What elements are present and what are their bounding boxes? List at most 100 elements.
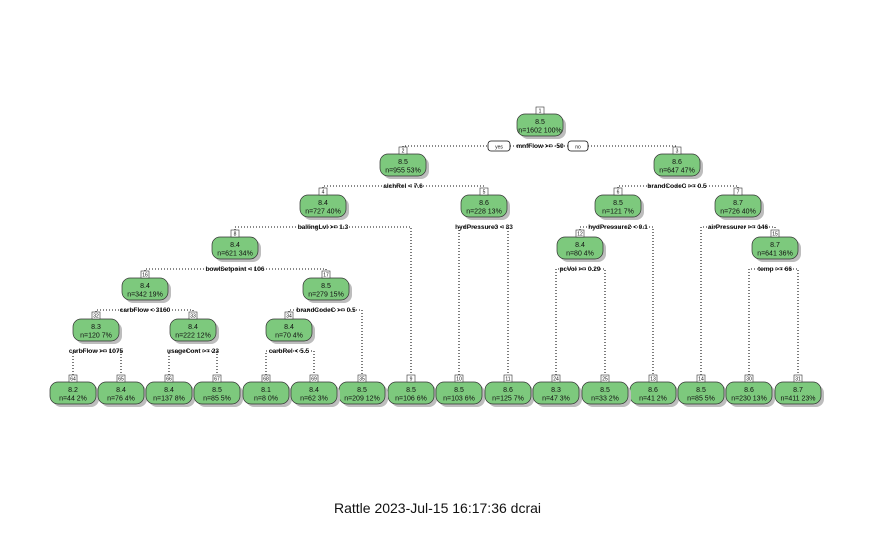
node-value: 8.6 (672, 159, 682, 166)
node-value: 8.5 (600, 387, 610, 394)
node-stat: n=47 3% (542, 396, 570, 403)
edge-2 (322, 185, 485, 188)
edge-15 (748, 268, 799, 375)
node-stat: n=121 7% (602, 209, 634, 216)
edge-12 (555, 268, 606, 375)
edge-3 (617, 185, 739, 188)
node-value: 8.6 (479, 200, 489, 207)
tree-node-5: 58.6n=228 13% (460, 187, 510, 220)
node-stat: n=621 34% (217, 251, 253, 258)
node-id-box (164, 374, 174, 383)
edge-17 (288, 309, 363, 375)
split-label-4: ballingLvl >= 1.3 (298, 224, 349, 231)
node-value: 8.4 (164, 387, 174, 394)
tree-node-13: 138.6n=41 2% (629, 374, 679, 407)
node-value: 8.4 (284, 324, 294, 331)
tree-node-8: 88.4n=621 34% (211, 229, 261, 262)
node-stat: n=1602 100% (518, 128, 561, 135)
node-id: 33 (190, 314, 196, 320)
tree-node-67: 678.5n=85 5% (193, 374, 243, 407)
yes-label: yes (495, 145, 503, 151)
node-id-box (284, 311, 294, 320)
node-value: 8.3 (91, 324, 101, 331)
tree-node-25: 258.5n=33 2% (581, 374, 631, 407)
node-stat: n=80 4% (566, 251, 594, 258)
node-value: 8.7 (770, 242, 780, 249)
node-stat: n=76 4% (107, 396, 135, 403)
tree-node-35: 358.5n=209 12% (338, 374, 388, 407)
node-stat: n=137 8% (153, 396, 185, 403)
split-label-17: brandCodeC >= 0.5 (296, 307, 356, 314)
node-value: 8.4 (116, 387, 126, 394)
node-id: 9 (410, 377, 413, 383)
node-id: 4 (322, 190, 325, 196)
node-id-box (398, 146, 408, 155)
node-stat: n=342 19% (127, 292, 163, 299)
node-id: 2 (402, 149, 405, 155)
tree-node-33: 338.4n=222 12% (169, 311, 219, 344)
split-label-33: usageCont >= 23 (167, 348, 219, 355)
node-id-box (321, 270, 331, 279)
node-id: 31 (795, 377, 801, 383)
node-id: 3 (676, 149, 679, 155)
tree-edges (72, 145, 799, 375)
node-value: 8.4 (140, 283, 150, 290)
split-label-6: hydPressure2 < 0.1 (588, 224, 648, 231)
yes-no-labels: yes no (487, 140, 589, 152)
node-stat: n=70 4% (275, 333, 303, 340)
node-id-box (454, 374, 464, 383)
edge-34 (265, 350, 315, 375)
node-value: 8.5 (613, 200, 623, 207)
node-id-box (503, 374, 513, 383)
tree-node-17: 178.5n=279 15% (302, 270, 352, 303)
node-stat: n=106 6% (395, 396, 427, 403)
node-id-box (770, 229, 780, 238)
node-id-box (600, 374, 610, 383)
node-value: 8.6 (503, 387, 513, 394)
node-id: 66 (166, 377, 172, 383)
node-value: 8.5 (321, 283, 331, 290)
node-id-box (551, 374, 561, 383)
no-label: no (575, 145, 581, 151)
tree-node-2: 28.5n=955 53% (379, 146, 429, 179)
node-stat: n=647 47% (659, 168, 695, 175)
tree-node-32: 328.3n=120 7% (72, 311, 122, 344)
node-id: 67 (214, 377, 220, 383)
node-id-box (733, 187, 743, 196)
node-id: 17 (323, 273, 329, 279)
tree-node-12: 128.4n=80 4% (556, 229, 606, 262)
node-id-box (648, 374, 658, 383)
tree-node-65: 658.4n=76 4% (97, 374, 147, 407)
tree-node-34: 34 8.4 n=70 4% (265, 311, 315, 344)
tree-node-24: 248.3n=47 3% (532, 374, 582, 407)
node-stat: n=44 2% (59, 396, 87, 403)
tree-node-66: 66 8.4 n=137 8% (145, 374, 195, 407)
node-id-box (318, 187, 328, 196)
split-label-16: carbFlow < 3160 (120, 307, 171, 314)
node-id-box (479, 187, 489, 196)
node-id-box (575, 229, 585, 238)
node-stat: n=209 12% (344, 396, 380, 403)
node-value: 8.5 (406, 387, 416, 394)
node-id-box (116, 374, 126, 383)
node-stat: n=955 53% (385, 168, 421, 175)
node-id: 34 (286, 314, 292, 320)
node-value: 8.6 (744, 387, 754, 394)
node-id-box (357, 374, 367, 383)
tree-node-6: 68.5n=121 7% (594, 187, 644, 220)
node-stat: n=62 3% (300, 396, 328, 403)
split-label-8: bowlSetpoint < 106 (205, 266, 264, 273)
node-value: 8.2 (68, 387, 78, 394)
node-id-box (744, 374, 754, 383)
edge-1 (402, 145, 678, 147)
node-id-box (140, 270, 150, 279)
node-id: 30 (746, 377, 752, 383)
tree-node-16: 168.4n=342 19% (121, 270, 171, 303)
node-id: 13 (650, 377, 656, 383)
node-value: 8.4 (318, 200, 328, 207)
split-label-1: mnfFlow >= -50 (516, 143, 564, 150)
node-value: 8.5 (212, 387, 222, 394)
node-id: 7 (737, 190, 740, 196)
node-id: 14 (698, 377, 704, 383)
